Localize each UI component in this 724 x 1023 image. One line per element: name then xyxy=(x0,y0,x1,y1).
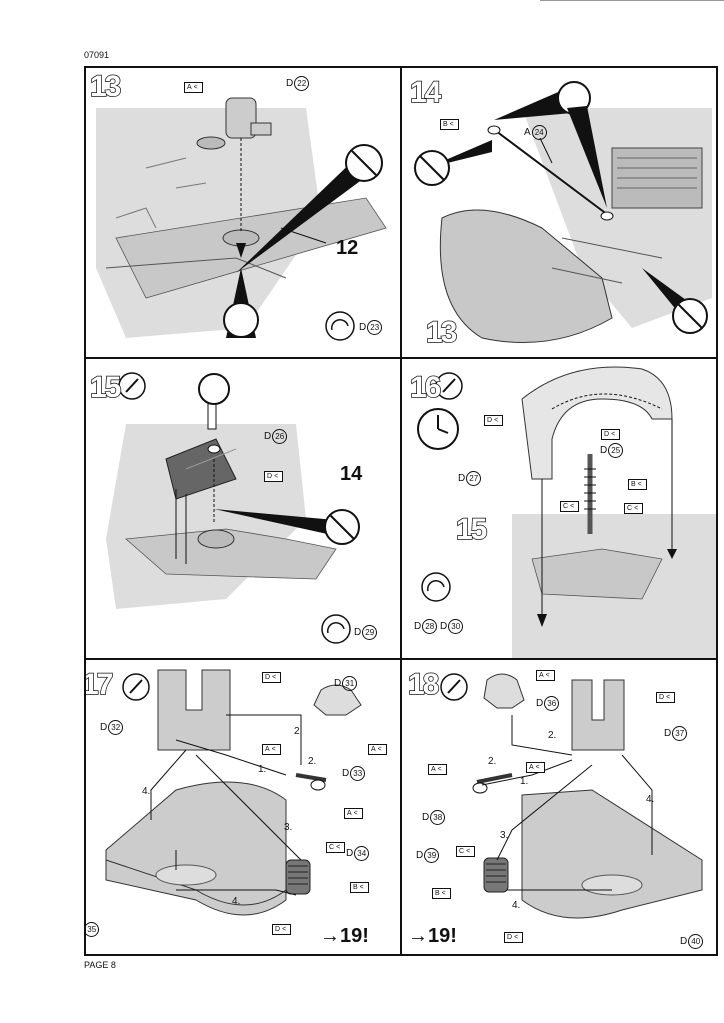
top-rule xyxy=(540,0,724,1)
step-15-panel: 15 D26 D 14 D29 xyxy=(86,359,400,658)
step-14-panel: 14 B A24 13 xyxy=(402,68,716,357)
step-17-number: 17 xyxy=(86,668,114,701)
step-16-illustration xyxy=(417,366,716,658)
step-16-panel: 16 D D D27 D25 B C C 15 D28 D30 xyxy=(402,359,716,658)
step-17-seq-2b: 2. xyxy=(308,756,317,767)
step-13-number: 13 xyxy=(89,70,122,103)
step-14-part-tag-b: B xyxy=(440,119,459,130)
step-13-panel: 13 A D22 12 D23 xyxy=(86,68,400,357)
step-18-seq-3: 3. xyxy=(500,830,509,841)
step-16-part-tag-d-2: D xyxy=(601,429,621,440)
step-17-part-tag-a-3: A xyxy=(344,808,363,819)
step-18-part-tag-d-bottom: D xyxy=(504,932,524,943)
step-18-seq-2a: 2. xyxy=(548,730,557,741)
step-18-part-tag-a-2: A xyxy=(526,762,545,773)
step-17-part-tag-b: B xyxy=(350,882,369,893)
step-15-part-tag-d: D xyxy=(264,471,284,482)
step-16-subassembly-ref: 15 xyxy=(455,513,488,546)
step-18-number: 18 xyxy=(407,668,440,701)
step-15-number: 15 xyxy=(89,371,122,404)
step-18-panel: 18 A D36 D D37 A A D38 D39 C B D D40 1. … xyxy=(402,660,716,954)
step-16-part-tag-c-2: C xyxy=(624,503,644,514)
step-18-seq-1: 1. xyxy=(520,776,529,787)
grid-divider-horizontal-2 xyxy=(84,658,718,660)
step-17-panel: 17 D D31 D32 A A D33 A C D34 B D35 D 1. … xyxy=(86,660,400,954)
step-17-seq-1: 1. xyxy=(258,764,267,775)
step-16-part-tag-b: B xyxy=(628,479,647,490)
step-17-part-tag-d-top: D xyxy=(262,672,282,683)
grid-divider-horizontal-1 xyxy=(84,357,718,359)
step-17-next-step: →19! xyxy=(320,925,369,947)
step-17-part-d35: D35 xyxy=(86,922,100,937)
step-18-illustration xyxy=(440,673,703,919)
document-code: 07091 xyxy=(84,50,110,60)
step-18-seq-4a: 4. xyxy=(646,794,655,805)
step-16-part-tag-c-1: C xyxy=(560,501,580,512)
step-13-part-tag-a: A xyxy=(184,82,203,93)
grid-divider-vertical xyxy=(400,66,402,956)
step-14-illustration xyxy=(414,81,712,343)
step-17-seq-4b: 4. xyxy=(232,896,241,907)
step-18-part-tag-b: B xyxy=(432,888,451,899)
step-15-illustration xyxy=(106,372,360,644)
step-18-part-tag-a-1: A xyxy=(428,764,447,775)
step-15-subassembly-ref: 14 xyxy=(340,463,363,485)
step-14-subassembly-ref: 13 xyxy=(425,316,458,349)
step-16-number: 16 xyxy=(409,371,442,404)
step-14-number: 14 xyxy=(409,76,442,109)
step-17-seq-2a: 2. xyxy=(294,726,303,737)
step-13-illustration xyxy=(96,97,387,341)
step-17-part-tag-a-2: A xyxy=(368,744,387,755)
step-18-seq-2b: 2. xyxy=(488,756,497,767)
step-17-part-tag-a-1: A xyxy=(262,744,281,755)
step-16-part-tag-d-1: D xyxy=(484,415,504,426)
page-number: PAGE 8 xyxy=(84,960,116,970)
step-13-subassembly-ref: 12 xyxy=(336,237,359,259)
step-17-part-tag-d-bottom: D xyxy=(272,924,292,935)
step-17-part-tag-c: C xyxy=(326,842,346,853)
step-17-illustration xyxy=(105,669,362,916)
step-17-seq-4a: 4. xyxy=(142,786,151,797)
step-18-next-step: →19! xyxy=(408,925,457,947)
step-18-part-tag-d-top: D xyxy=(656,692,676,703)
step-18-seq-4b: 4. xyxy=(512,900,521,911)
step-17-seq-3: 3. xyxy=(284,822,293,833)
step-18-part-tag-c: C xyxy=(456,846,476,857)
step-18-part-tag-a-top: A xyxy=(536,670,555,681)
